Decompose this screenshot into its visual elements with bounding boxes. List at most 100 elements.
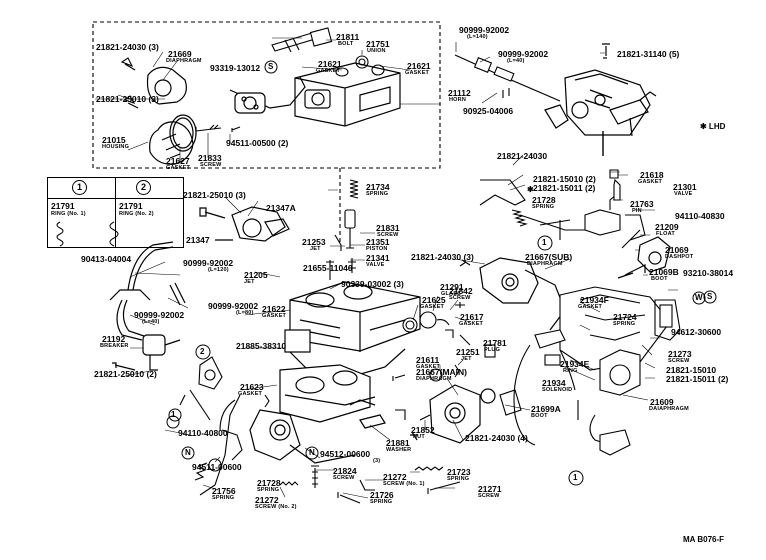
gasket-21625-part (402, 317, 418, 333)
label-21723: 21723 (447, 467, 471, 477)
label-21724: 21724 (613, 312, 637, 322)
label-21723-name: SPRING (447, 476, 470, 482)
legend-part-2: 21791 (119, 201, 143, 211)
label-21611-name: GASKET (416, 364, 441, 370)
label-21192: 21192 (102, 334, 126, 344)
label-21821-24030-3: 21821-24030 (3) (96, 42, 159, 52)
label-21347a: 21347A (266, 203, 296, 213)
label-21112: 21112 (448, 88, 471, 98)
label-21699a-name: BOOT (531, 413, 548, 419)
gasket-21621b-part (371, 64, 385, 76)
label-21667-main-name: DIAPHRAGM (416, 376, 452, 382)
label-21617-name: GASKET (459, 321, 484, 327)
label-90999-92002-e-len: (L=40) (142, 319, 160, 325)
gasket-21611-part (429, 368, 443, 382)
label-21622: 21622 (262, 304, 286, 314)
label-21821-15011: 21821-15011 (2) (666, 374, 729, 384)
label-21724-name: SPRING (613, 321, 636, 327)
label-21069b-name: BOOT (651, 276, 668, 282)
label-21271: 21271 (478, 484, 502, 494)
label-21934-name: SOLENOID (542, 387, 573, 393)
label-94511-00600: 94511-00600 (192, 462, 242, 472)
label-21831-name: SCREW (377, 232, 399, 238)
label-21253-name: JET (310, 246, 321, 252)
main-diaphragm-part (410, 384, 496, 444)
label-21726-name: SPRING (370, 499, 393, 505)
label-21821-31140: 21821-31140 (5) (617, 49, 680, 59)
pump-diaphragm-part (199, 206, 290, 242)
label-21623: 21623 (240, 382, 264, 392)
label-21821-25010-2: 21821-25010 (2) (94, 369, 157, 379)
marker-n-2: N (309, 448, 315, 457)
label-94512-00600-qty: (3) (373, 458, 381, 464)
label-21015-name: HOUSING (102, 144, 130, 150)
label-21623-name: GASKET (238, 391, 263, 397)
label-21751: 21751 (366, 39, 390, 49)
label-21251-name: JET (461, 356, 472, 362)
marker-circle-1a: 1 (171, 410, 176, 419)
label-21205: 21205 (244, 270, 268, 280)
marker-circle-2: 2 (200, 347, 205, 356)
label-90999-92002-a: 90999-92002 (459, 25, 510, 35)
label-21667-sub-name: DIAPHRAGM (527, 261, 563, 267)
label-94512-00600: 94512-00600 (320, 449, 371, 459)
carburetor-assembly-right (544, 43, 657, 156)
label-21885-38310: 21885-38310 (236, 341, 287, 351)
label-90999-92002-e: 90999-92002 (134, 310, 185, 320)
label-21833-name: SCREW (200, 162, 222, 168)
leader-lines (117, 37, 678, 499)
label-21069b: 21069B (649, 267, 679, 277)
label-21015: 21015 (102, 135, 126, 145)
label-21728-a-name: SPRING (532, 204, 555, 210)
hose-breaker-part (109, 241, 186, 371)
ring-no2-icon (109, 221, 119, 247)
glass-21291-part (419, 311, 437, 329)
label-21205-name: JET (244, 279, 255, 285)
label-21734-name: SPRING (366, 191, 389, 197)
marker-s: S (268, 62, 274, 71)
spring-21734-part (349, 179, 359, 199)
marker-star: ✱ (527, 185, 534, 194)
label-21301: 21301 (673, 182, 697, 192)
label-21272-a-name: SCREW (No. 1) (383, 481, 425, 487)
screw-21272-part (359, 479, 375, 491)
label-21069-name: DASHPOT (665, 254, 694, 260)
label-21621-b-name: GASKET (405, 70, 430, 76)
fuel-pipe-part (454, 54, 561, 102)
lhd-note: ✱ LHD (700, 122, 726, 131)
label-21821-15010-2: 21821-15010 (2) (533, 174, 596, 184)
spring-21728-part (279, 481, 299, 486)
label-93319-13012: 93319-13012 (210, 63, 261, 73)
label-21831: 21831 (376, 223, 400, 233)
label-90999-92002-d-len: (L=80) (236, 310, 254, 316)
screw-21271-part (427, 481, 461, 494)
label-21821-25010-3b: 21821-25010 (3) (183, 190, 246, 200)
label-90413-04004: 90413-04004 (81, 254, 132, 264)
label-21609: 21609 (650, 397, 674, 407)
label-21842-name: SCREW (449, 295, 471, 301)
label-90925-04006: 90925-04006 (463, 106, 514, 116)
diaphragm-housing-part (146, 66, 197, 165)
label-94110-40830: 94110-40830 (675, 211, 725, 221)
label-21763-name: PIN (632, 208, 642, 214)
label-21852: 21852 (411, 425, 435, 435)
label-21272-b: 21272 (255, 495, 279, 505)
label-21934f-name: GASKET (578, 304, 603, 310)
label-21291-name: GLASS (441, 291, 461, 297)
legend-symbol-2: 2 (136, 180, 151, 195)
air-horn-part (229, 62, 401, 127)
label-21756-name: SPRING (212, 495, 235, 501)
label-90999-92002-c: 90999-92002 (183, 258, 234, 268)
label-21618-name: GASKET (638, 179, 663, 185)
label-21251: 21251 (456, 347, 480, 357)
label-21627-name: GASKET (166, 165, 191, 171)
label-21347: 21347 (186, 235, 210, 245)
label-21728-a: 21728 (532, 195, 556, 205)
label-21192-name: BREAKER (100, 343, 129, 349)
label-21272-b-name: SCREW (No. 2) (255, 504, 297, 510)
label-90999-92002-b-len: (L=40) (507, 58, 525, 64)
label-90999-92002-c-len: (L=120) (208, 267, 229, 273)
label-21301-name: VALVE (674, 191, 693, 197)
